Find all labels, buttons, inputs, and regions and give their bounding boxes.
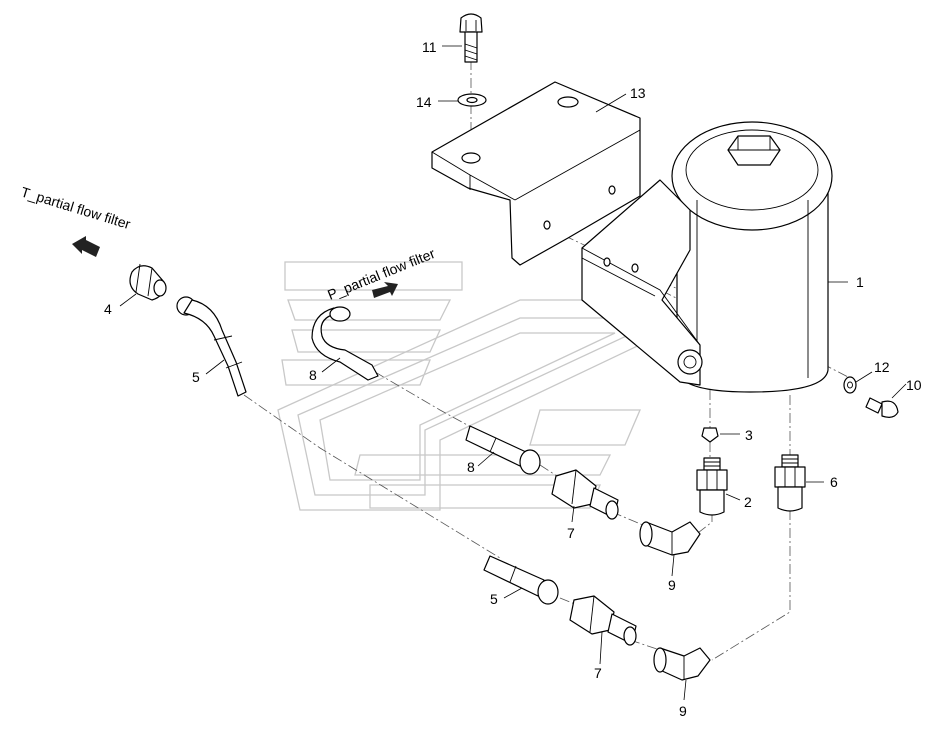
elbow-9-lower <box>653 647 711 681</box>
arrow-p-filter-icon <box>372 282 398 298</box>
adapter-7-lower <box>569 595 637 646</box>
arrow-t-filter-icon <box>72 236 100 257</box>
bolt-11 <box>459 13 483 63</box>
adapter-7-upper <box>551 469 619 520</box>
pipe-5-lower <box>483 555 559 605</box>
fitting-6 <box>774 454 806 512</box>
callout-12: 12 <box>874 359 890 375</box>
washer-14 <box>457 93 487 107</box>
elbow-8-upper <box>311 306 379 381</box>
washer-12 <box>843 376 857 394</box>
partial-flow-filter-1 <box>581 121 833 393</box>
screw-10 <box>865 397 899 418</box>
callout-1: 1 <box>856 274 864 290</box>
callout-14: 14 <box>416 94 432 110</box>
fitting-2 <box>696 457 728 516</box>
callout-9-lower: 9 <box>679 703 687 719</box>
fitting-8-lower <box>465 425 541 475</box>
plug-3 <box>701 427 719 443</box>
callout-4: 4 <box>104 301 112 317</box>
callout-7-upper: 7 <box>567 525 575 541</box>
pipe-5-upper <box>176 296 247 397</box>
callout-7-lower: 7 <box>594 665 602 681</box>
callout-9-upper: 9 <box>668 577 676 593</box>
watermark-logo <box>277 261 651 511</box>
bracket-13 <box>431 81 641 266</box>
nut-4 <box>129 263 167 301</box>
callout-2: 2 <box>744 494 752 510</box>
callout-13: 13 <box>630 85 646 101</box>
callout-11: 11 <box>422 39 437 55</box>
elbow-9-upper <box>639 521 701 556</box>
callout-8-upper: 8 <box>309 367 317 383</box>
callout-6: 6 <box>830 474 838 490</box>
callout-labels: 1 2 3 4 5 5 6 7 7 8 8 9 9 10 11 12 13 14 <box>104 39 922 719</box>
leader-lines <box>119 45 907 701</box>
callout-8-lower: 8 <box>467 459 475 475</box>
callout-5-lower: 5 <box>490 591 498 607</box>
t-filter-label: T_partial flow filter <box>19 184 133 233</box>
callout-5-upper: 5 <box>192 369 200 385</box>
callout-3: 3 <box>745 427 753 443</box>
callout-10: 10 <box>906 377 922 393</box>
